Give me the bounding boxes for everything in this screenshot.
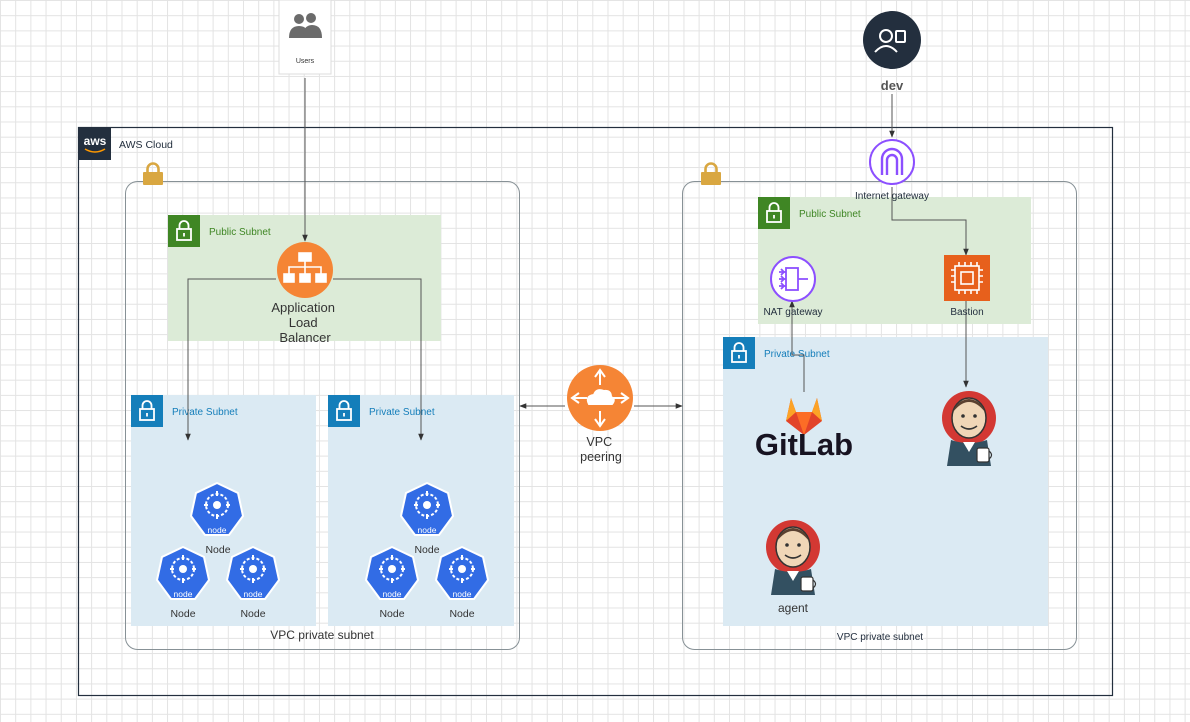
dev-node: dev bbox=[863, 11, 921, 93]
dev-label: dev bbox=[881, 78, 904, 93]
svg-text:VPC peering: VPC peering bbox=[580, 435, 622, 464]
node-label: Node bbox=[449, 608, 474, 620]
agent-label: agent bbox=[778, 601, 809, 615]
nat-gateway-node: NAT gateway bbox=[763, 256, 823, 318]
node-label: Node bbox=[170, 608, 195, 620]
jenkins-node bbox=[941, 390, 997, 467]
jenkins-icon bbox=[765, 519, 821, 596]
left-vpc-label: VPC private subnet bbox=[270, 628, 374, 642]
right-vpc-label: VPC private subnet bbox=[837, 632, 923, 643]
left-public-subnet-label: Public Subnet bbox=[209, 227, 271, 238]
igw-to-bastion-connector bbox=[891, 187, 969, 256]
gitlab-logo-icon bbox=[786, 398, 822, 435]
alb-to-subnet-b-connector bbox=[333, 278, 424, 441]
gitlab-wordmark: GitLab bbox=[755, 427, 853, 462]
vpc-lock-icon bbox=[141, 162, 165, 186]
private-subnet-a-label: Private Subnet bbox=[172, 407, 238, 418]
internet-gateway-label: Internet gateway bbox=[855, 191, 929, 202]
private-subnet-lock-icon bbox=[131, 395, 163, 427]
node-label: Node bbox=[205, 544, 230, 556]
users-node: Users bbox=[278, 0, 332, 75]
aws-logo-icon: aws bbox=[79, 128, 111, 160]
jenkins-agent-node: agent bbox=[765, 519, 821, 615]
left-vpc-group: VPC private subnet bbox=[125, 162, 520, 650]
node-badge: node bbox=[383, 589, 402, 599]
private-subnet-lock-icon bbox=[723, 337, 755, 369]
users-icon bbox=[289, 13, 322, 38]
aws-logo-text: aws bbox=[84, 134, 107, 148]
public-subnet-lock-icon bbox=[758, 197, 790, 229]
right-vpc-group: VPC private subnet bbox=[682, 162, 1077, 650]
node-badge: node bbox=[453, 589, 472, 599]
ec2-instance-icon bbox=[944, 255, 990, 301]
node-badge: node bbox=[418, 525, 437, 535]
right-public-subnet-label: Public Subnet bbox=[799, 209, 861, 220]
vpc-peering-node: VPC peering bbox=[567, 365, 633, 464]
gitlab-node: GitLab bbox=[755, 398, 853, 462]
bastion-node: Bastion bbox=[944, 255, 990, 318]
nat-gateway-label: NAT gateway bbox=[763, 307, 822, 318]
aws-cloud-label: AWS Cloud bbox=[119, 139, 173, 151]
node-label: Node bbox=[379, 608, 404, 620]
alb-label-line-3: Balancer bbox=[279, 330, 331, 345]
node-badge: node bbox=[244, 589, 263, 599]
k8s-node: node Node bbox=[190, 482, 244, 556]
svg-text:Application Load B: Application Load Balancer bbox=[271, 300, 338, 345]
k8s-node: node Node bbox=[156, 546, 210, 620]
vpc-peering-label-line-1: VPC bbox=[586, 435, 612, 449]
k8s-node: node Node bbox=[400, 482, 454, 556]
alb-label-line-2: Load bbox=[289, 315, 318, 330]
node-label: Node bbox=[414, 544, 439, 556]
node-label: Node bbox=[240, 608, 265, 620]
public-subnet-lock-icon bbox=[168, 215, 200, 247]
node-badge: node bbox=[208, 525, 227, 535]
k8s-node: node Node bbox=[435, 546, 489, 620]
private-subnet-b-label: Private Subnet bbox=[369, 407, 435, 418]
vpc-peering-label-line-2: peering bbox=[580, 450, 622, 464]
internet-gateway-node: Internet gateway bbox=[855, 139, 929, 202]
jenkins-icon bbox=[941, 390, 997, 467]
k8s-node: node Node bbox=[226, 546, 280, 620]
alb-label-line-1: Application bbox=[271, 300, 335, 315]
node-badge: node bbox=[174, 589, 193, 599]
internet-gateway-icon bbox=[869, 139, 915, 185]
nat-gateway-icon bbox=[770, 256, 816, 302]
users-label: Users bbox=[296, 58, 315, 65]
bastion-label: Bastion bbox=[950, 307, 983, 318]
vpc-lock-icon bbox=[699, 162, 723, 186]
aws-cloud-group: aws AWS Cloud bbox=[77, 126, 1114, 697]
right-private-subnet: Private Subnet bbox=[723, 337, 1048, 626]
connectors bbox=[185, 78, 969, 441]
k8s-node: node Node bbox=[365, 546, 419, 620]
dev-client-icon bbox=[863, 11, 921, 69]
gitlab-to-nat-connector bbox=[789, 300, 805, 392]
alb-node: Application Load Balancer bbox=[271, 242, 338, 345]
private-subnet-lock-icon bbox=[328, 395, 360, 427]
alb-to-subnet-a-connector bbox=[185, 278, 276, 441]
